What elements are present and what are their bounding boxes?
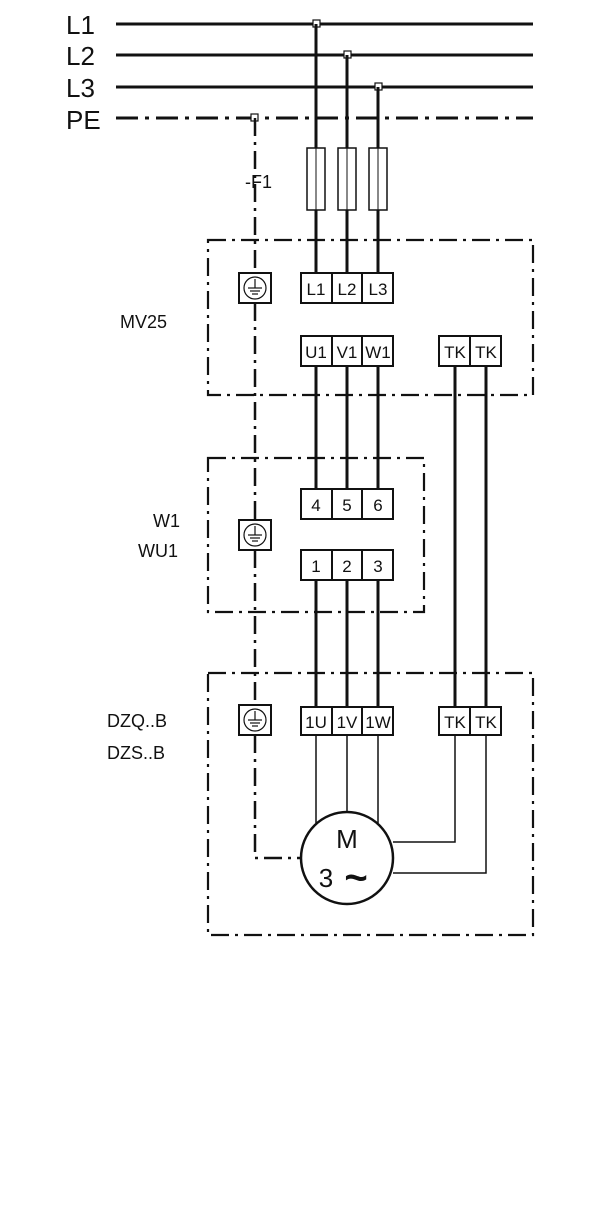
bus-label-l3: L3 xyxy=(66,73,95,103)
motor-circle xyxy=(299,810,395,906)
motor-wire-tk-2 xyxy=(393,735,487,874)
bus-label-pe: PE xyxy=(66,105,101,135)
label-wu1: WU1 xyxy=(138,541,178,561)
supply-bus xyxy=(116,22,533,120)
motor-connections xyxy=(315,735,487,874)
terminal-1v: 1V xyxy=(337,713,358,732)
fuse-center-lines xyxy=(315,148,379,210)
terminal-v1: V1 xyxy=(337,343,358,362)
motor-symbol: M 3 ~ xyxy=(299,810,395,906)
terminal-block-motor-tk: TK TK xyxy=(438,706,502,736)
motor-ac-symbol: ~ xyxy=(344,856,367,900)
terminal-mv25-tk-2: TK xyxy=(475,343,497,362)
earth-symbol-mv25 xyxy=(238,272,272,304)
enclosure-motor xyxy=(206,671,535,937)
terminal-6: 6 xyxy=(373,496,382,515)
terminal-u1: U1 xyxy=(305,343,327,362)
terminal-block-w1-top: 4 5 6 xyxy=(300,488,394,520)
terminal-block-mv25-tk: TK TK xyxy=(438,335,502,367)
motor-letter: M xyxy=(336,824,358,854)
motor-wire-tk-1 xyxy=(393,735,456,843)
terminal-w1: W1 xyxy=(365,343,391,362)
terminal-block-motor-in: 1U 1V 1W xyxy=(300,706,394,736)
terminal-block-w1-bottom: 1 2 3 xyxy=(300,549,394,581)
earth-symbol-w1 xyxy=(238,519,272,551)
terminal-1u: 1U xyxy=(305,713,327,732)
terminal-motor-tk-1: TK xyxy=(444,713,466,732)
pe-wire-4 xyxy=(253,735,300,860)
terminal-1w: 1W xyxy=(365,713,391,732)
terminal-block-mv25-in: L1 L2 L3 xyxy=(300,272,394,304)
terminal-motor-tk-2: TK xyxy=(475,713,497,732)
label-dzq: DZQ..B xyxy=(107,711,167,731)
enclosure-mv25 xyxy=(206,238,535,397)
label-dzs: DZS..B xyxy=(107,743,165,763)
terminal-l3: L3 xyxy=(369,280,388,299)
earth-symbol-motor xyxy=(238,704,272,736)
enclosures xyxy=(206,238,535,937)
fuse-label: -F1 xyxy=(245,172,272,192)
bus-label-l2: L2 xyxy=(66,41,95,71)
terminal-1: 1 xyxy=(311,557,320,576)
terminal-2: 2 xyxy=(342,557,351,576)
terminal-mv25-tk-1: TK xyxy=(444,343,466,362)
section-labels: MV25 W1 WU1 DZQ..B DZS..B xyxy=(107,312,180,763)
enclosure-w1 xyxy=(206,456,426,614)
pe-conductor xyxy=(253,118,300,860)
terminal-l1: L1 xyxy=(307,280,326,299)
terminal-4: 4 xyxy=(311,496,320,515)
label-w1: W1 xyxy=(153,511,180,531)
terminal-block-mv25-out: U1 V1 W1 xyxy=(300,335,394,367)
terminal-l2: L2 xyxy=(338,280,357,299)
terminal-5: 5 xyxy=(342,496,351,515)
terminal-3: 3 xyxy=(373,557,382,576)
motor-phases: 3 xyxy=(319,863,333,893)
bus-labels: L1 L2 L3 PE xyxy=(66,10,101,135)
label-mv25: MV25 xyxy=(120,312,167,332)
bus-label-l1: L1 xyxy=(66,10,95,40)
